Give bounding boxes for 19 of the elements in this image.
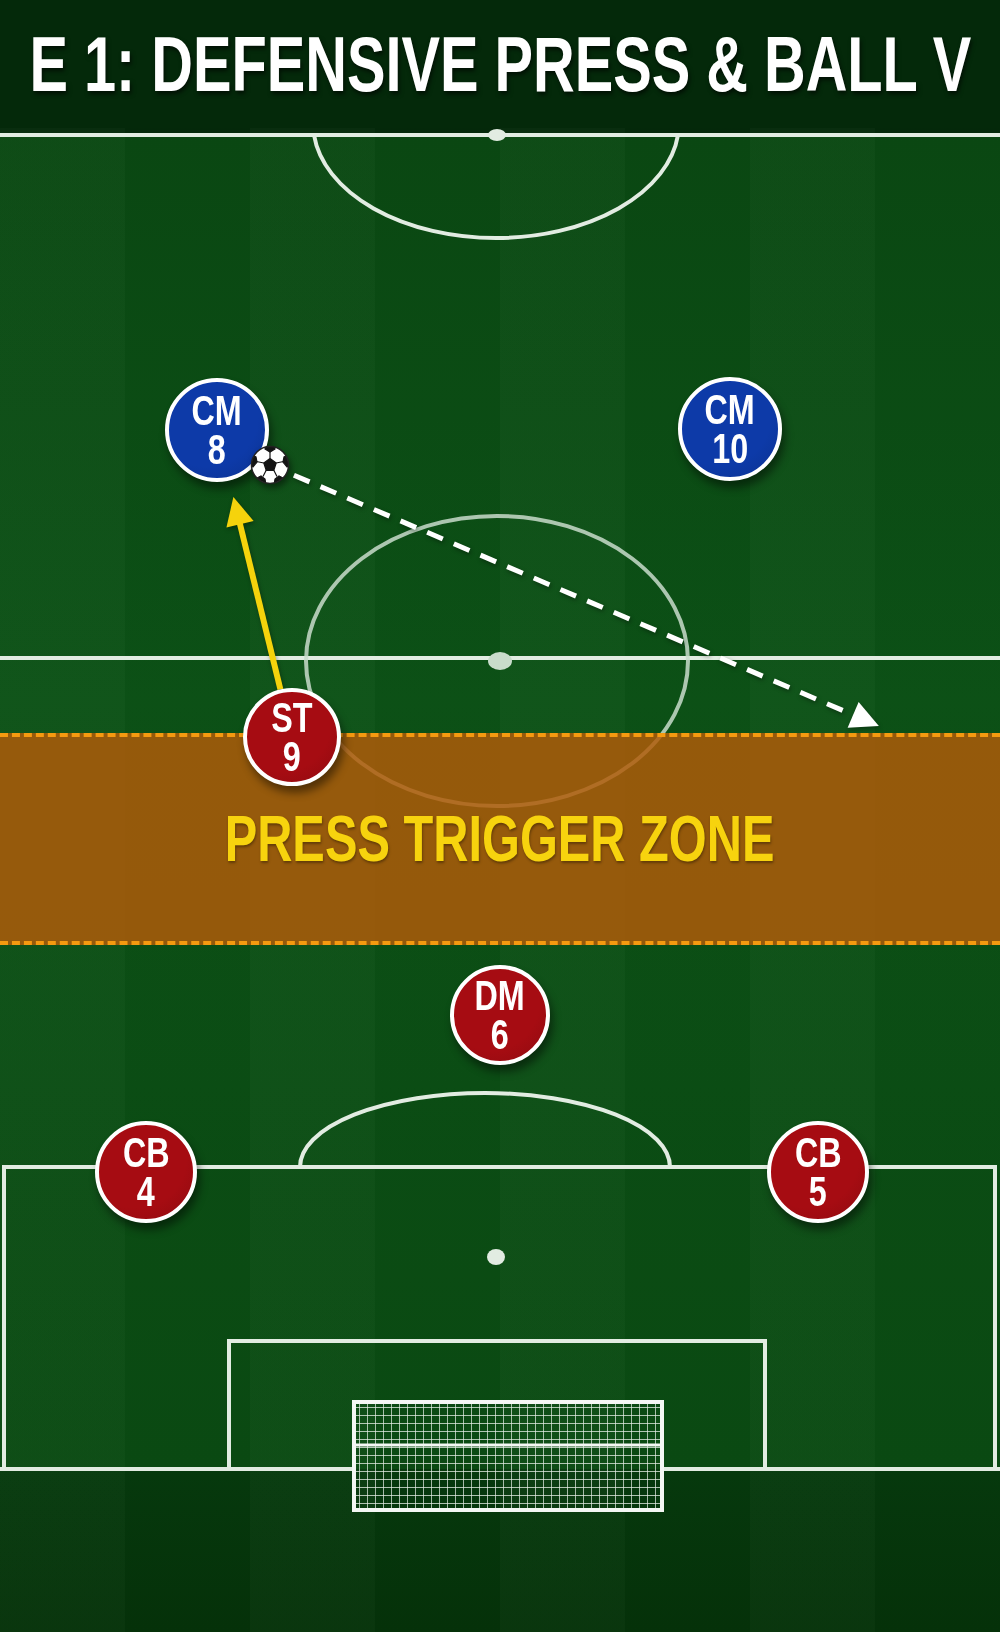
arrow — [226, 497, 284, 691]
soccer-ball-icon — [250, 445, 290, 485]
player-token — [243, 688, 341, 786]
shirt-number: 5 — [809, 1172, 827, 1211]
shirt-number: 8 — [208, 430, 226, 469]
position-label: CB — [122, 1133, 170, 1172]
dashed-arrow — [292, 472, 879, 728]
shirt-number: 10 — [712, 429, 748, 468]
title-text: E 1: DEFENSIVE PRESS & BALL V — [29, 22, 971, 106]
position-label: DM — [474, 976, 526, 1015]
position-label: CB — [794, 1133, 842, 1172]
shirt-number: 4 — [137, 1172, 155, 1211]
position-label: CM — [191, 391, 243, 430]
shirt-number: 6 — [491, 1015, 509, 1054]
position-label: CM — [704, 390, 756, 429]
position-label: ST — [271, 698, 313, 737]
zone-label: PRESS TRIGGER ZONE — [225, 804, 775, 874]
shirt-number: 9 — [283, 737, 301, 776]
press-zone-band — [0, 733, 1000, 945]
